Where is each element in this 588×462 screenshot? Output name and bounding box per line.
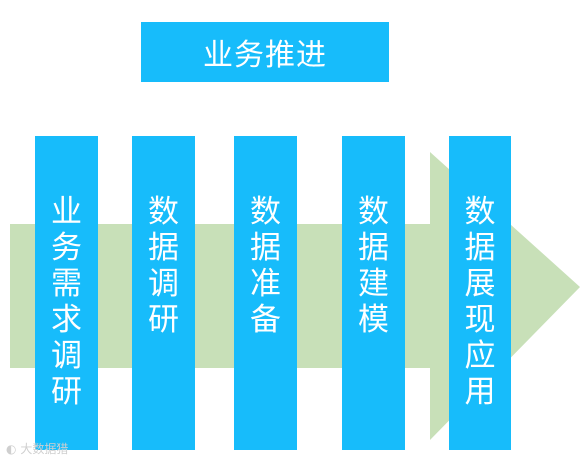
- stage-data-presentation: 数 据 展 现 应 用: [449, 136, 511, 450]
- stage-char: 展: [464, 266, 496, 302]
- stage-char: 现: [464, 302, 496, 338]
- stage-char: 调: [148, 266, 179, 302]
- watermark-icon: ◐: [6, 442, 17, 456]
- stage-char: 据: [148, 230, 179, 266]
- stage-char: 据: [464, 230, 496, 266]
- stage-char: 业: [51, 194, 82, 230]
- stage-char: 准: [250, 266, 281, 302]
- watermark-text: 大数据猎: [20, 442, 69, 456]
- stage-char: 数: [250, 194, 281, 230]
- stage-char: 研: [148, 302, 179, 338]
- stage-char: 数: [358, 194, 389, 230]
- diagram-title-text: 业务推进: [203, 38, 327, 73]
- stage-char: 务: [51, 230, 82, 266]
- watermark: ◐ 大数据猎: [6, 440, 68, 457]
- stage-char: 调: [51, 338, 82, 374]
- stage-char: 建: [358, 266, 389, 302]
- stage-char: 据: [250, 230, 281, 266]
- stage-char: 模: [358, 302, 389, 338]
- stage-char: 据: [358, 230, 389, 266]
- stage-char: 需: [51, 266, 82, 302]
- stage-char: 研: [51, 374, 82, 410]
- stage-char: 数: [148, 194, 179, 230]
- stage-char: 用: [464, 374, 496, 410]
- diagram-title: 业务推进: [141, 22, 389, 82]
- stage-business-research: 业 务 需 求 调 研: [35, 136, 98, 450]
- stage-data-preparation: 数 据 准 备: [234, 136, 297, 450]
- stage-char: 备: [250, 302, 281, 338]
- stage-data-modeling: 数 据 建 模: [342, 136, 405, 450]
- stage-data-research: 数 据 调 研: [132, 136, 195, 450]
- stage-char: 求: [51, 302, 82, 338]
- stage-char: 数: [464, 194, 496, 230]
- stage-char: 应: [464, 338, 496, 374]
